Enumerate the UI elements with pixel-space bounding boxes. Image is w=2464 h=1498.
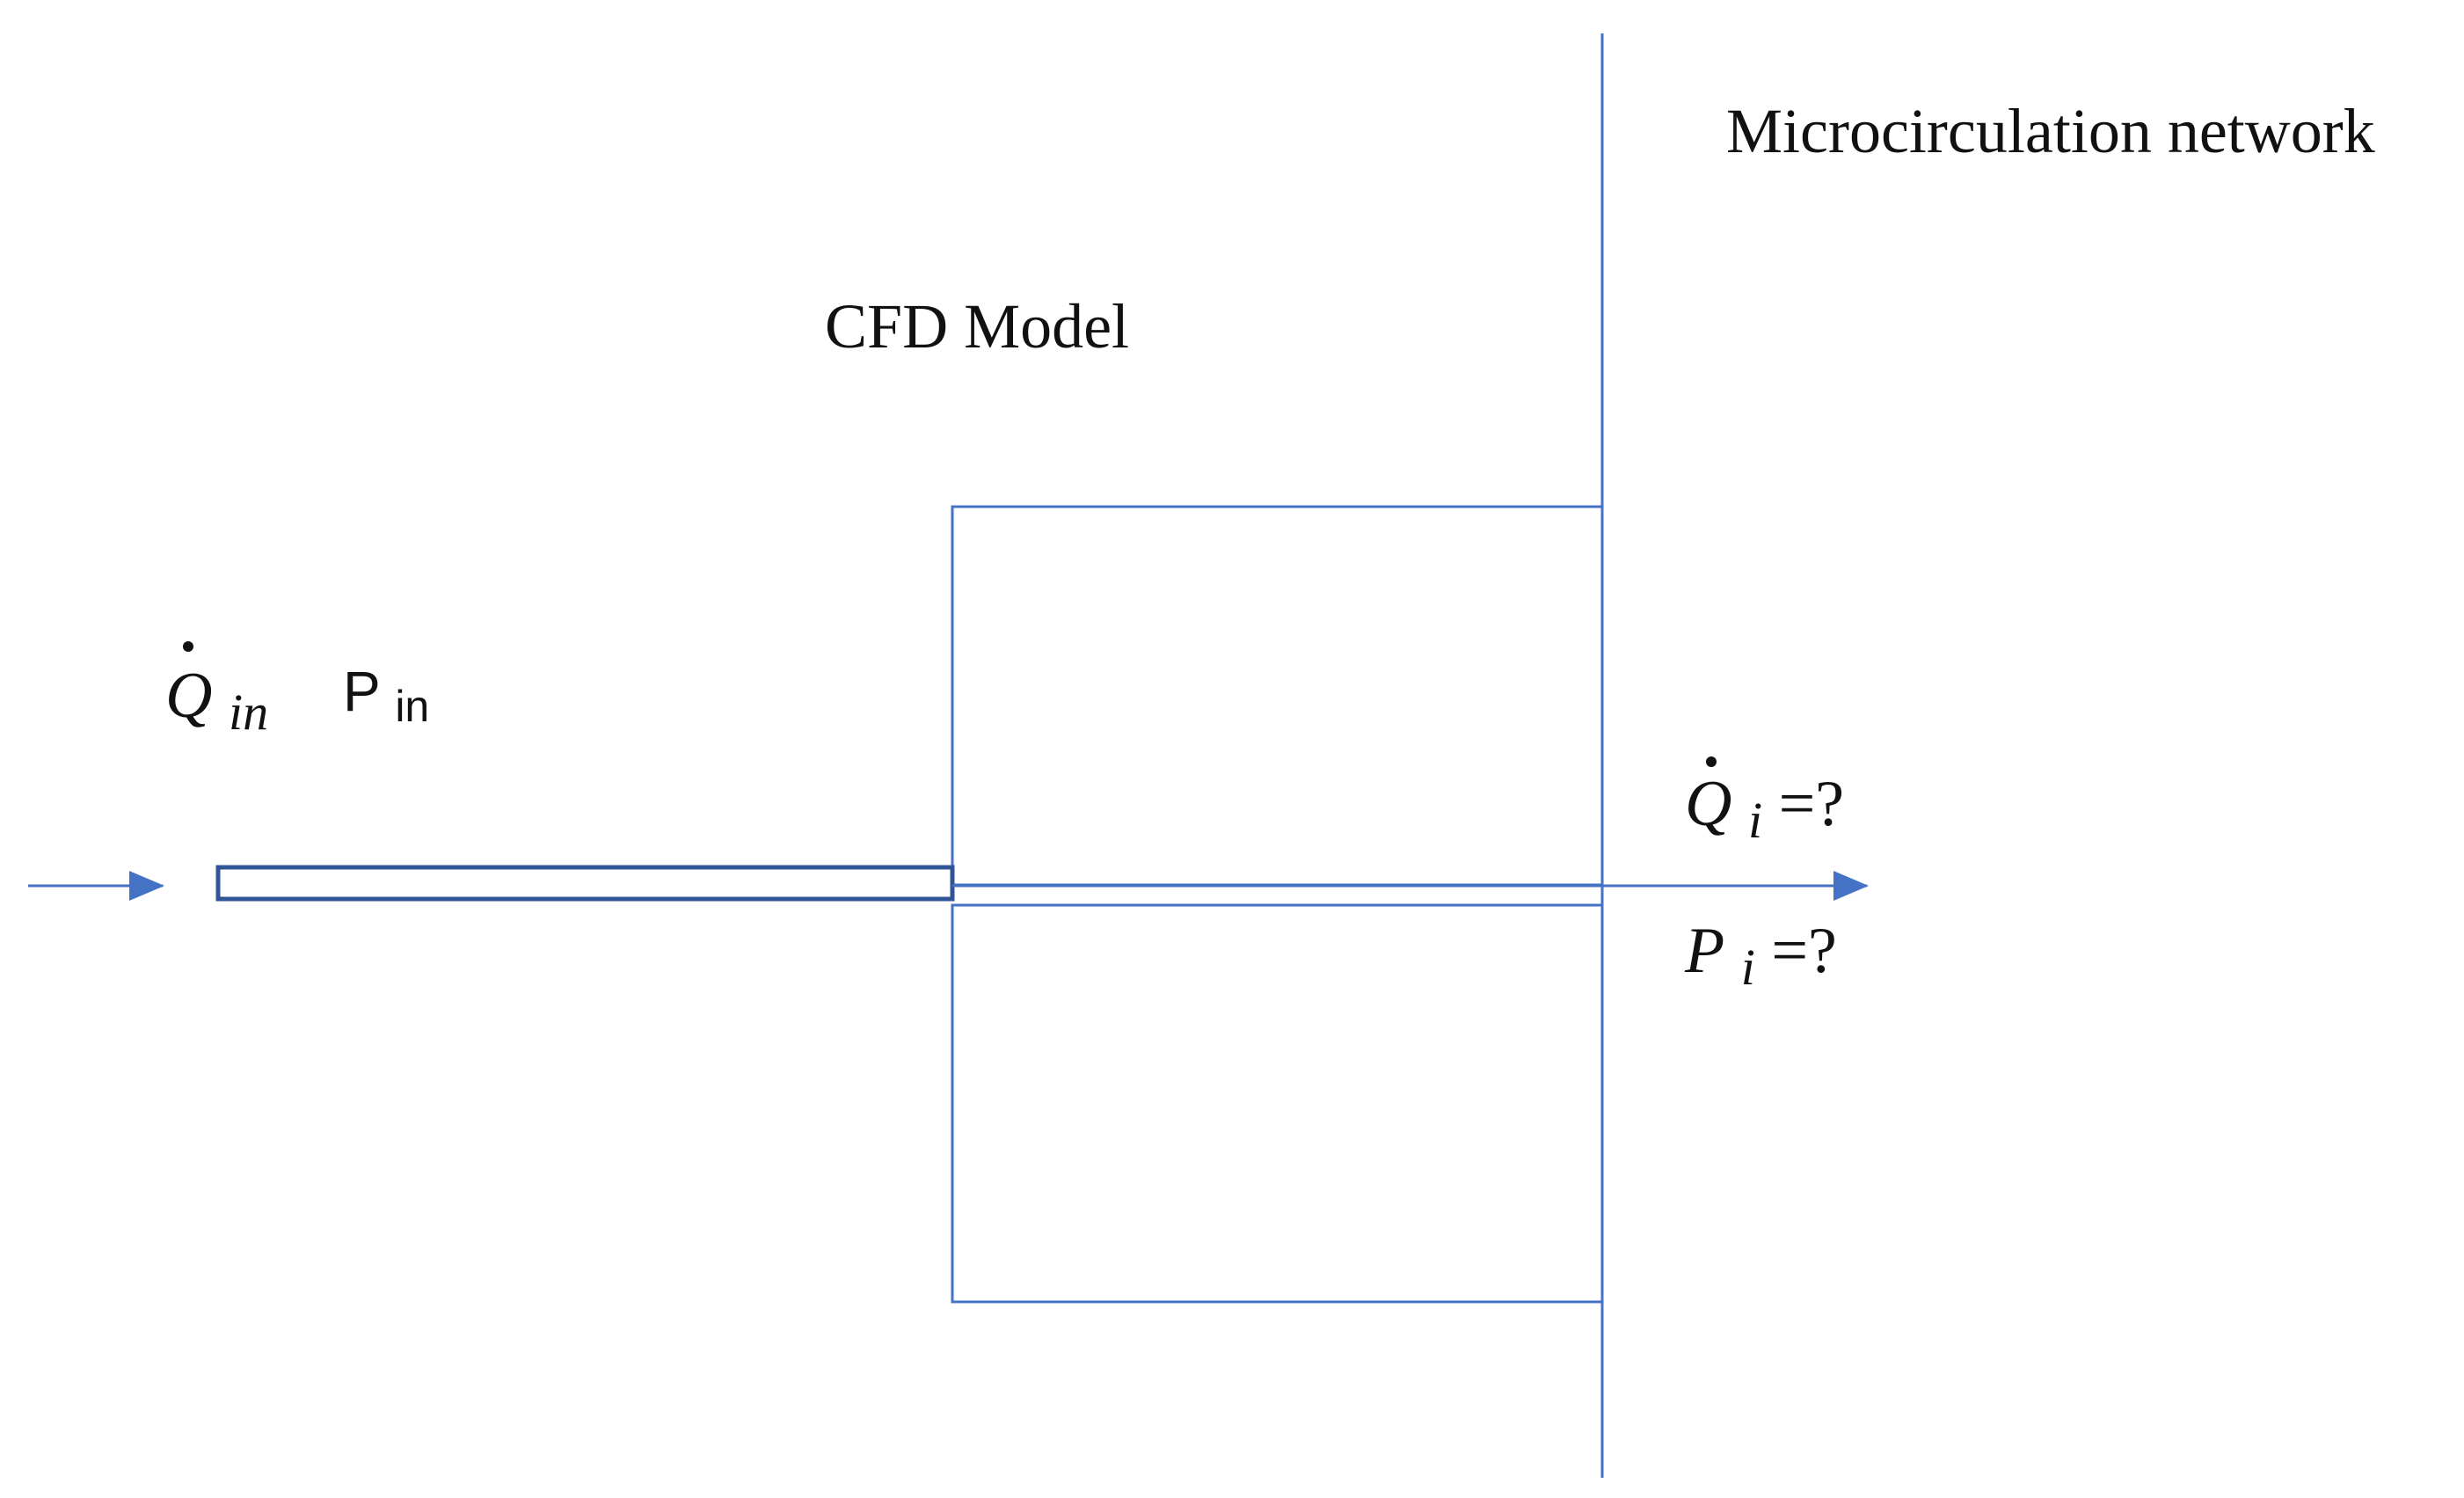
outlet-flow-label: Q i =?	[1685, 756, 1844, 852]
outlet-pressure-suffix: =?	[1771, 915, 1837, 987]
outlet-pressure-label: P i =?	[1684, 915, 1837, 999]
inlet-flow-subscript: in	[229, 683, 268, 741]
microcirculation-network-label: Microcirculation network	[1726, 96, 2375, 166]
inlet-flow-symbol: Q	[165, 660, 212, 732]
cfd-model-upper-box	[951, 505, 1604, 887]
flow-rate-dot-icon	[1706, 756, 1717, 767]
inlet-pressure-label: P in	[343, 660, 429, 731]
svg-text:P in: P in	[343, 660, 429, 731]
flow-rate-dot-icon	[183, 641, 193, 652]
inlet-pressure-symbol: P	[343, 660, 380, 723]
svg-text:P i =?: P i =?	[1684, 915, 1837, 999]
outlet-pressure-symbol: P	[1684, 915, 1724, 987]
outlet-flow-subscript: i	[1748, 792, 1762, 849]
inlet-flow-label: Q in	[165, 641, 268, 741]
cfd-model-lower-box	[951, 903, 1604, 1304]
inlet-pressure-subscript: in	[395, 682, 429, 731]
inlet-pipe	[215, 865, 955, 902]
cfd-model-label: CFD Model	[825, 291, 1129, 362]
outlet-flow-symbol: Q	[1685, 768, 1731, 840]
outlet-pressure-subscript: i	[1741, 939, 1755, 996]
svg-text:Q i =?: Q i =?	[1685, 768, 1844, 852]
outlet-flow-suffix: =?	[1779, 768, 1845, 840]
svg-text:Q in: Q in	[165, 660, 268, 741]
